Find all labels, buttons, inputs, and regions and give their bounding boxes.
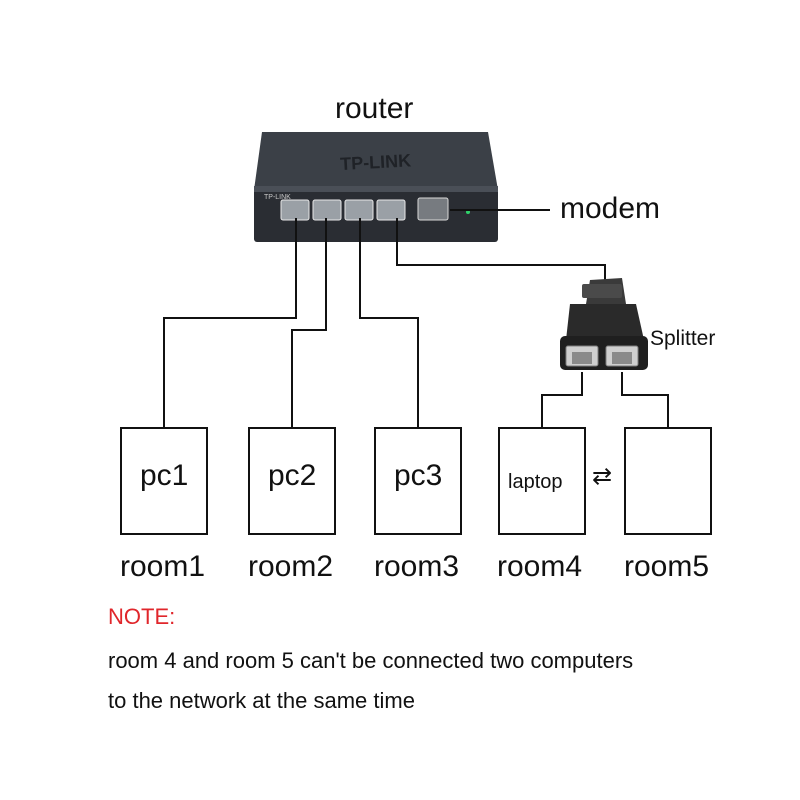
- splitter-device: [560, 278, 648, 370]
- router-lan-ports: [280, 199, 406, 221]
- router-label: router: [335, 92, 414, 125]
- network-cables: [163, 209, 669, 428]
- router-brand-small: TP-LINK: [264, 194, 291, 201]
- modem-label: modem: [560, 192, 661, 225]
- room4-label: room4: [497, 550, 583, 583]
- pc1-box: pc1: [120, 427, 208, 535]
- note-line-2: to the network at the same time: [108, 688, 415, 713]
- router-brand-embossed: TP-LINK: [340, 150, 412, 174]
- pc3-label: pc3: [394, 459, 443, 492]
- router-device: TP-LINK TP-LINK: [254, 132, 498, 242]
- exchange-arrows: ⇄: [592, 463, 613, 490]
- laptop-label: laptop: [508, 471, 563, 493]
- note-title: NOTE:: [108, 604, 176, 629]
- room2-label: room2: [248, 550, 334, 583]
- room5-box: [624, 427, 712, 535]
- splitter-label: Splitter: [650, 327, 716, 350]
- pc2-label: pc2: [268, 459, 317, 492]
- room1-label: room1: [120, 550, 206, 583]
- pc2-box: pc2: [248, 427, 336, 535]
- pc3-box: pc3: [374, 427, 462, 535]
- room5-label: room5: [624, 550, 710, 583]
- room3-label: room3: [374, 550, 460, 583]
- laptop-box: laptop: [498, 427, 586, 535]
- pc1-label: pc1: [140, 459, 189, 492]
- router-wan-port: [417, 197, 449, 221]
- note-line-1: room 4 and room 5 can't be connected two…: [108, 648, 634, 673]
